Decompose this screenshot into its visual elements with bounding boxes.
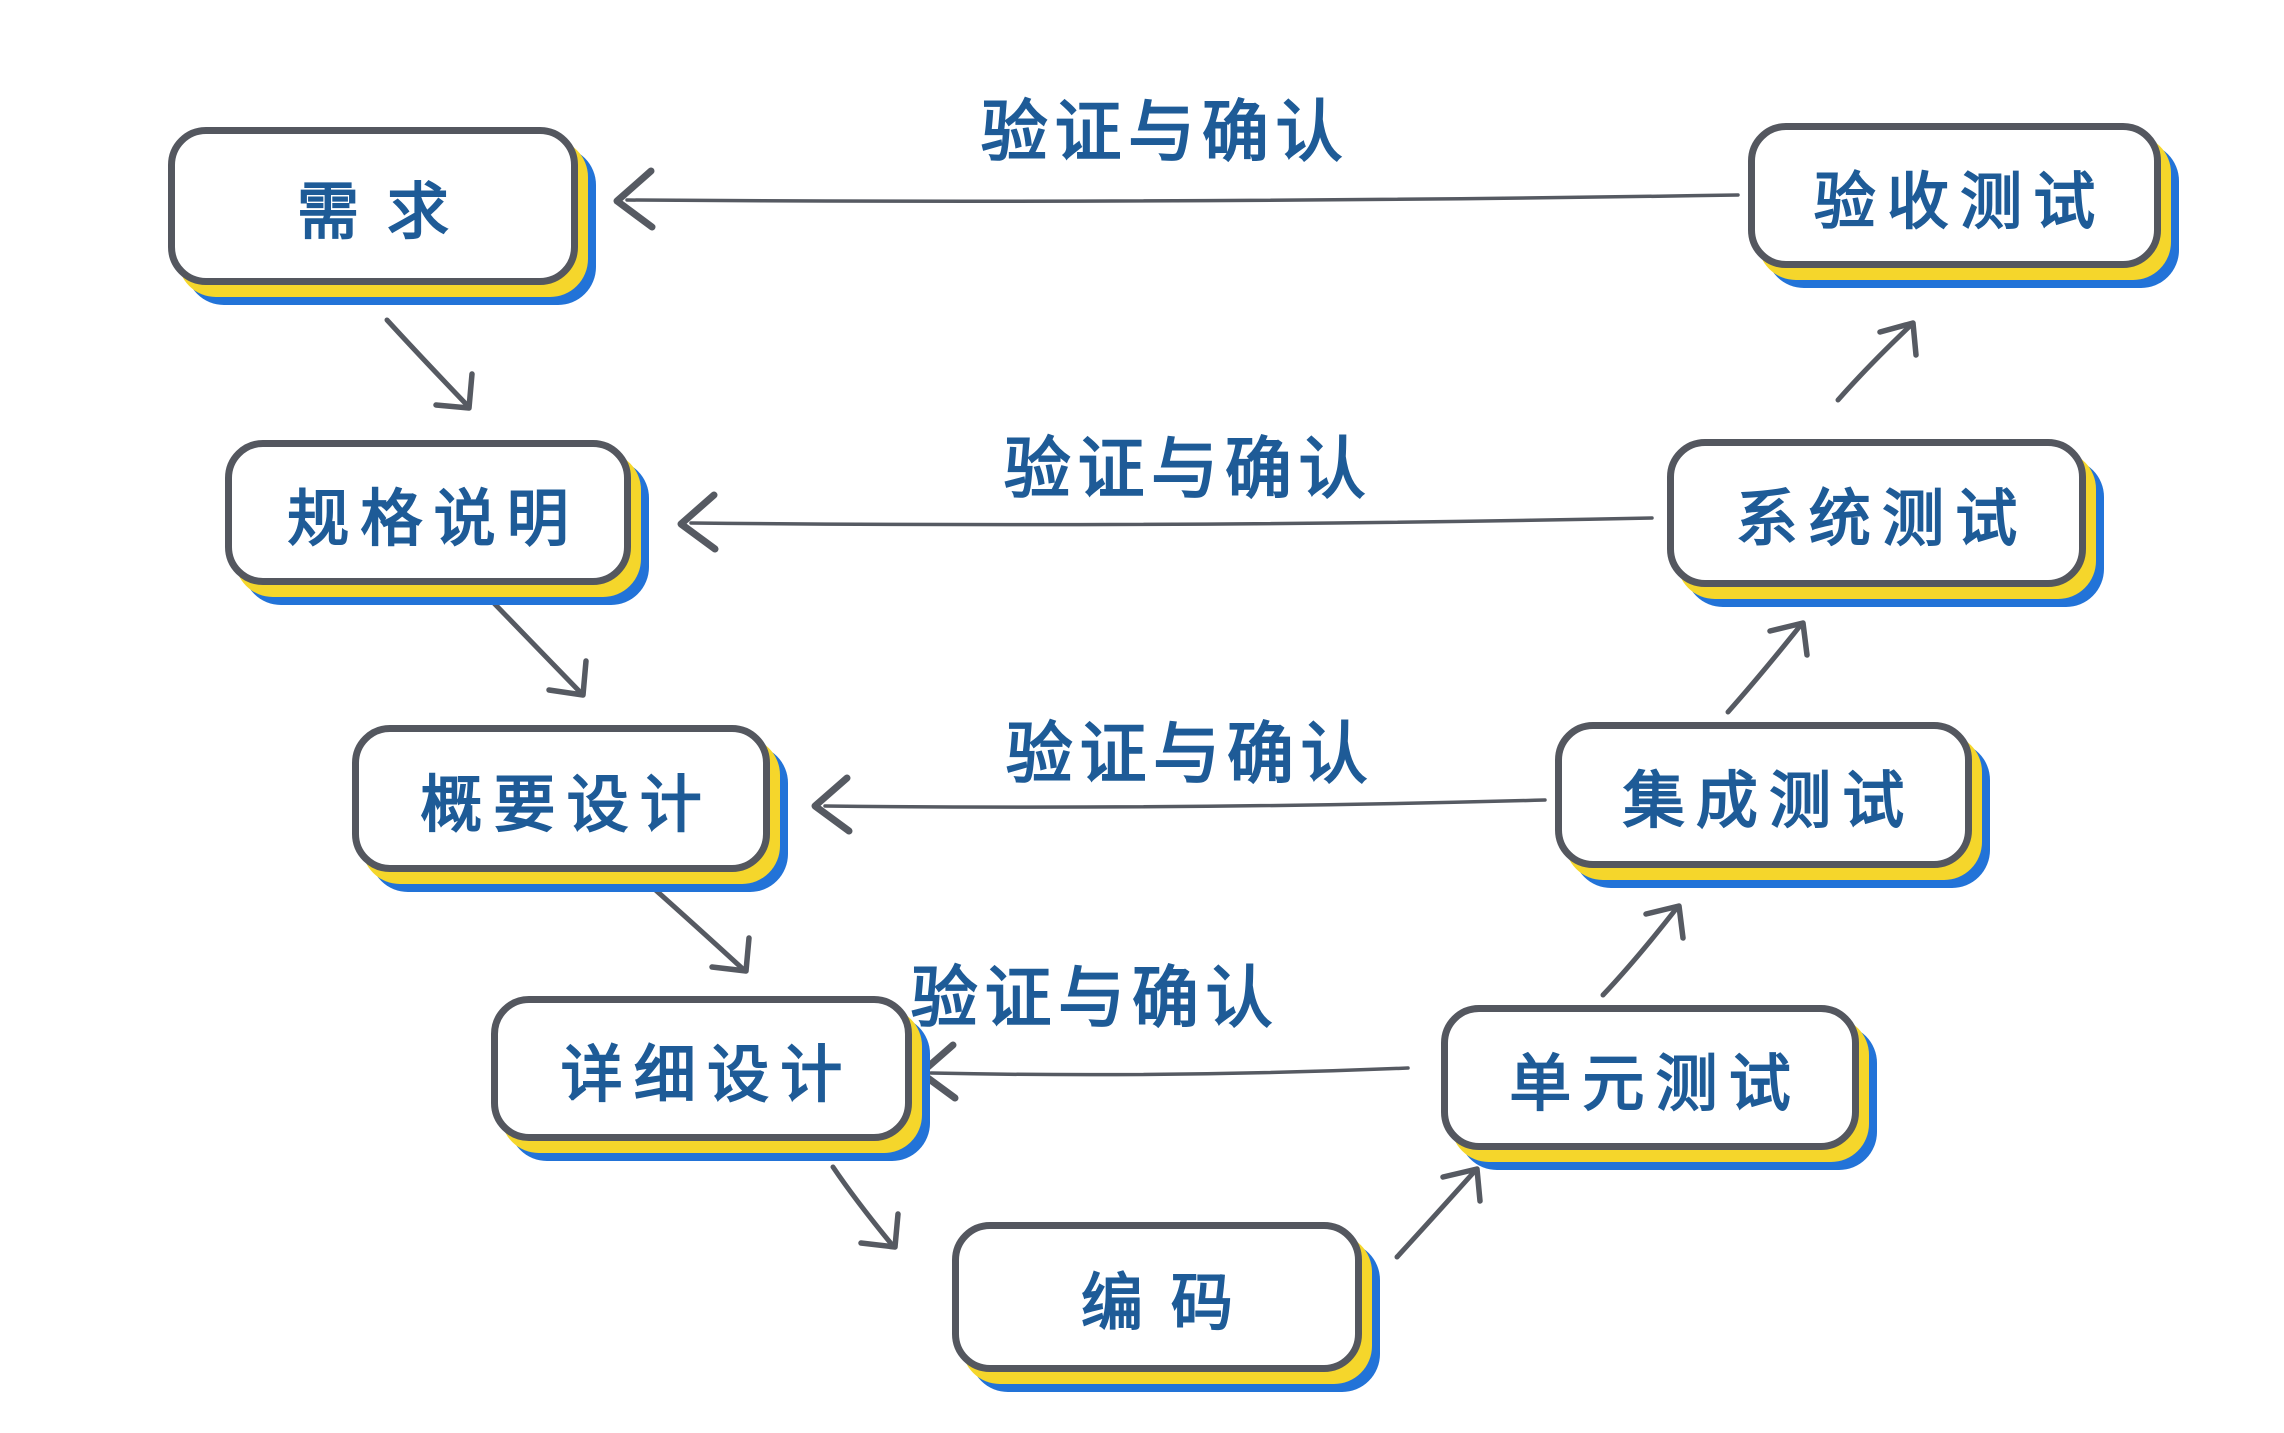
node-system-test: 系统测试	[1667, 439, 2086, 587]
vv-arrow-label-1: 验证与确认	[980, 93, 1350, 171]
vv-arrow-label-4: 验证与确认	[910, 959, 1280, 1037]
arrow-flow-coding-to-unit	[1394, 1166, 1483, 1260]
node-specification: 规格说明	[225, 440, 631, 585]
arrow-flow-detailed-to-coding	[830, 1164, 901, 1250]
node-acceptance-test: 验收测试	[1748, 123, 2161, 268]
arrow-flow-outline-to-detailed	[639, 875, 752, 974]
arrow-vv-unit-to-detailed	[917, 1041, 1410, 1102]
arrow-flow-specification-to-outline	[485, 594, 589, 698]
node-detailed-design: 详细设计	[491, 996, 912, 1141]
arrow-flow-requirements-to-specification	[384, 317, 475, 411]
arrow-flow-system-to-acceptance	[1835, 320, 1919, 403]
arrow-vv-system-to-specification	[677, 491, 1654, 553]
node-coding: 编码	[952, 1222, 1362, 1372]
node-outline-design: 概要设计	[352, 725, 770, 872]
arrow-vv-acceptance-to-requirements	[613, 167, 1740, 231]
node-integration-test: 集成测试	[1555, 722, 1972, 868]
vv-arrow-label-3: 验证与确认	[1005, 715, 1375, 793]
node-unit-test: 单元测试	[1441, 1005, 1859, 1150]
arrow-vv-integration-to-outline	[811, 774, 1547, 835]
arrow-flow-unit-to-integration	[1600, 903, 1686, 998]
vv-arrow-label-2: 验证与确认	[1003, 430, 1373, 508]
arrow-flow-integration-to-system	[1725, 620, 1810, 715]
node-requirements: 需求	[168, 127, 578, 285]
